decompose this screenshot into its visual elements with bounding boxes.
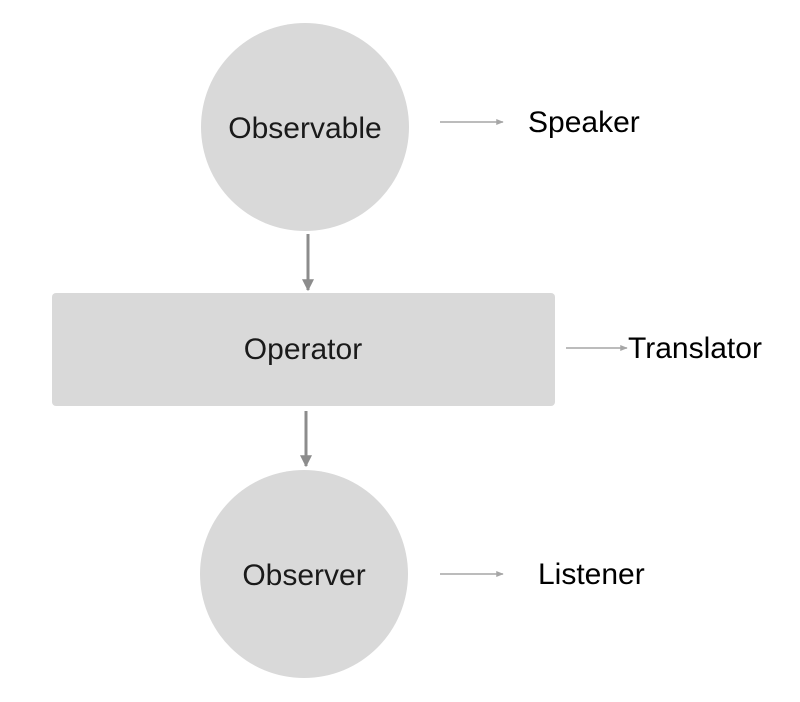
observable-node: Observable <box>201 23 409 231</box>
speaker-label: Speaker <box>528 106 640 139</box>
observable-label: Observable <box>228 112 381 145</box>
operator-rect <box>52 293 555 406</box>
operator-node: Operator <box>52 293 555 406</box>
observer-node: Observer <box>200 470 408 678</box>
operator-label: Operator <box>244 333 362 366</box>
translator-label: Translator <box>628 332 762 365</box>
observer-circle <box>200 470 408 678</box>
observable-circle <box>201 23 409 231</box>
observer-label: Observer <box>242 559 365 592</box>
listener-label: Listener <box>538 558 645 591</box>
